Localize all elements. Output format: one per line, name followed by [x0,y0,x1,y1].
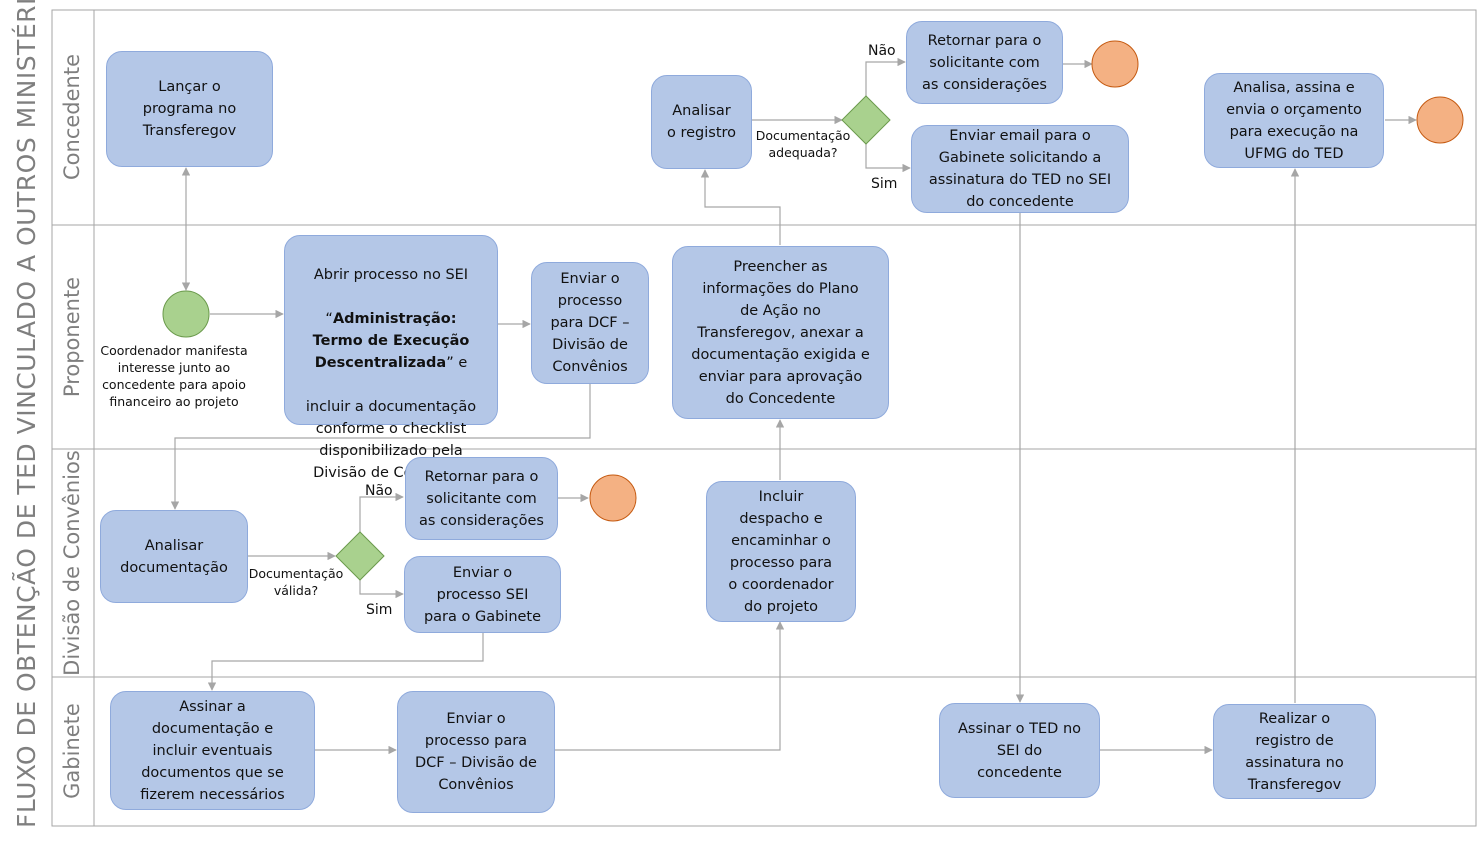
abrir-rest-text: incluir a documentação conforme o checkl… [305,399,477,481]
connector-preencher-analisar [700,169,781,245]
branch-sim-divisao: Sim [366,602,393,618]
start-event [162,290,210,338]
connector-gateway-sim-c [865,144,911,173]
abrir-quote-open: “ [325,311,333,327]
gateway-concedente-label: Documentação adequada? [755,128,851,160]
gateway-divisao [335,531,385,581]
connector-enviar-incluir [555,621,785,751]
end-event-divisao [589,474,637,522]
task-retornar-divisao[interactable]: Retornar para o solicitante com as consi… [405,457,558,540]
gateway-concedente [841,95,891,145]
task-enviar-dcf-gabinete[interactable]: Enviar o processo para DCF – Divisão de … [397,691,555,813]
task-analisa-assina[interactable]: Analisa, assina e envia o orçamento para… [1204,73,1384,168]
branch-sim-concedente: Sim [871,176,898,192]
end-event-concedente-final [1416,96,1464,144]
task-lancar-programa[interactable]: Lançar o programa no Transferegov [106,51,273,167]
lane-label-proponente: Proponente [60,276,84,398]
abrir-bold-text: Administração: Termo de Execução Descent… [312,311,470,371]
task-abrir-processo[interactable]: Abrir processo no SEI “Administração: Te… [284,235,498,481]
connector-enviar-gabinete [207,633,484,691]
task-enviar-gabinete[interactable]: Enviar o processo SEI para o Gabinete [404,556,561,633]
connectors [170,57,1417,755]
task-enviar-dcf[interactable]: Enviar o processo para DCF – Divisão de … [531,262,649,384]
end-event-concedente-retornar [1091,40,1139,88]
swimlane-frame [51,9,1477,827]
task-retornar-concedente[interactable]: Retornar para o solicitante com as consi… [906,21,1063,104]
task-realizar-registro[interactable]: Realizar o registro de assinatura no Tra… [1213,704,1376,799]
branch-nao-divisao: Não [365,483,393,499]
abrir-quote-close: ” e [446,355,468,371]
diagram-title: FLUXO DE OBTENÇÃO DE TED VINCULADO A OUT… [12,0,41,828]
connector-gateway-nao [359,492,404,532]
flowchart: FLUXO DE OBTENÇÃO DE TED VINCULADO A OUT… [12,0,1477,828]
task-enviar-email[interactable]: Enviar email para o Gabinete solicitando… [911,125,1129,213]
gateway-divisao-label: Documentação válida? [248,566,344,598]
abrir-line1: Abrir processo no SEI [313,267,469,283]
connector-enviar-analisar [170,384,591,510]
diagram-canvas [51,9,1477,827]
task-preencher-plano[interactable]: Preencher as informações do Plano de Açã… [672,246,889,419]
task-incluir-despacho[interactable]: Incluir despacho e encaminhar o processo… [706,481,856,622]
connector-gateway-nao-c [865,57,906,96]
task-assinar-ted[interactable]: Assinar o TED no SEI do concedente [939,703,1100,798]
connector-gateway-sim [359,580,404,599]
lane-label-concedente: Concedente [60,54,84,180]
task-analisar-documentacao[interactable]: Analisar documentação [100,510,248,603]
task-assinar-documentacao[interactable]: Assinar a documentação e incluir eventua… [110,691,315,810]
task-analisar-registro[interactable]: Analisar o registro [651,75,752,169]
branch-nao-concedente: Não [868,43,896,59]
start-event-label: Coordenador manifesta interesse junto ao… [100,343,248,409]
lane-label-gabinete: Gabinete [60,703,84,799]
